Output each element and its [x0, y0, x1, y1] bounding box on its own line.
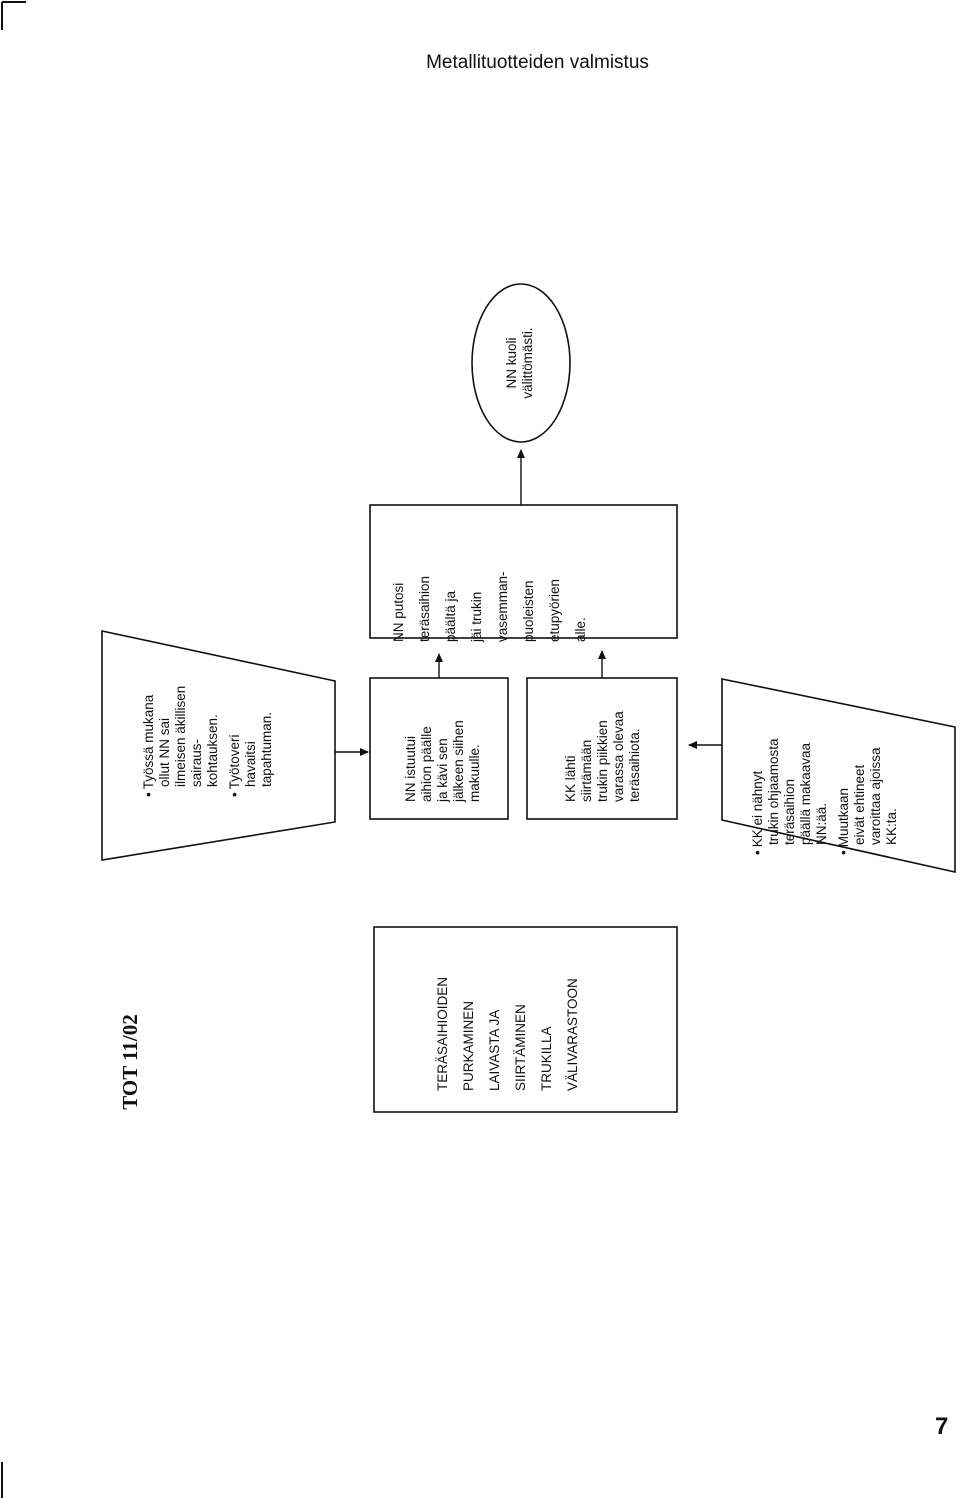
page-title: Metallituotteiden valmistus — [426, 52, 649, 73]
background-bottom-text: KK ei nähnyt trukin ohjaamosta teräsaihi… — [750, 705, 910, 855]
background-box-top — [101, 630, 336, 861]
outcome-ellipse — [471, 283, 571, 443]
page-number: 7 — [935, 1413, 949, 1440]
outcome-text: NN kuoli välittömästi. — [504, 327, 535, 399]
bullet-line: KK ei nähnyt — [750, 705, 766, 855]
title-box-text: TERÄSAIHIOIDEN PURKAMINEN LAIVASTA JA SI… — [430, 931, 586, 1091]
title-line: TERÄSAIHIOIDEN — [435, 976, 450, 1091]
title-line: LAIVASTA JA — [487, 1009, 502, 1091]
title-line: VÄLIVARASTOON — [565, 978, 580, 1091]
title-line: SIIRTÄMINEN — [513, 1004, 528, 1091]
event-box-fall — [369, 504, 678, 639]
bullet-line: Työtoveri — [227, 641, 243, 797]
event-fall-text: NN putosi teräsaihion päältä ja jäi truk… — [391, 571, 588, 642]
title-line: TRUKILLA — [539, 1026, 554, 1091]
event-nn-sat-text: NN istuutui aihion päälle ja kävi sen jä… — [403, 720, 482, 802]
title-line: PURKAMINEN — [461, 1000, 476, 1091]
title-box — [373, 926, 678, 1113]
event-kk-left-text: KK lähti siirtämään trukin piikkien vara… — [563, 711, 642, 802]
background-top-text: Työssä mukana ollut NN sai ilmeisen äkil… — [141, 641, 293, 797]
case-code: TOT 11/02 — [118, 1014, 142, 1110]
bullet-line: Työssä mukana — [141, 641, 157, 797]
bullet-line: Muutkaan — [836, 705, 852, 855]
background-box-bottom — [721, 678, 956, 873]
